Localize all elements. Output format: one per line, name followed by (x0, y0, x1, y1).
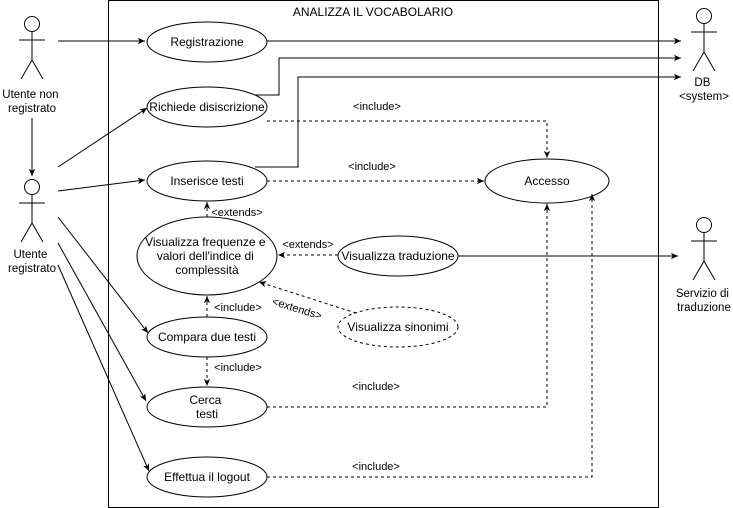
actor-unregistered-label: Utente non registrato (2, 89, 61, 115)
use-case-visualizza-frequenze: Visualizza frequenze e valori dell'indic… (136, 216, 278, 296)
label-extends-traduzione: <extends> (282, 239, 333, 251)
svg-text:Accesso: Accesso (524, 174, 570, 188)
label-include-inserisce: <include> (348, 161, 396, 173)
use-case-accesso: Accesso (484, 158, 610, 204)
svg-text:Richiede disiscrizione: Richiede disiscrizione (149, 100, 265, 114)
edge-disiscrizione-accesso (267, 120, 551, 158)
svg-text:Visualizza frequenze e v: Visualizza frequenze e valori dell'indic… (145, 235, 269, 277)
actor-translation-service (691, 217, 717, 281)
label-include-cerca: <include> (352, 381, 400, 393)
svg-text:Registrazione: Registrazione (170, 35, 244, 49)
actor-db-system (691, 8, 717, 72)
edge-registered-inserisce (57, 177, 146, 192)
label-include-compara-frequenze: <include> (214, 302, 262, 314)
use-case-compara: Compara due testi (146, 316, 268, 358)
edge-registered-logout (57, 264, 150, 472)
use-case-logout: Effettua il logout (146, 456, 268, 498)
svg-text:Effettua il logout: Effettua il logout (164, 470, 251, 484)
use-case-cerca: Cerca testi (146, 386, 268, 428)
edge-disiscrizione-db (255, 54, 681, 96)
edge-sinonimi-frequenze (258, 281, 357, 314)
svg-text:Visualizza sinonimi: Visualizza sinonimi (347, 320, 448, 334)
actor-unregistered-user (19, 16, 45, 80)
svg-text:Compara due testi: Compara due testi (158, 330, 256, 344)
use-case-disiscrizione: Richiede disiscrizione (146, 86, 268, 128)
edge-registered-disiscrizione (57, 107, 148, 168)
use-case-inserisce-testi: Inserisce testi (146, 160, 268, 202)
use-case-registrazione: Registrazione (146, 21, 268, 63)
label-include-disiscrizione: <include> (353, 101, 401, 113)
associations (28, 37, 681, 472)
label-include-logout: <include> (352, 461, 400, 473)
edge-registered-cerca (57, 242, 147, 402)
use-case-visualizza-sinonimi: Visualizza sinonimi (337, 306, 459, 348)
label-include-compara-cerca: <include> (214, 362, 262, 374)
edge-registered-compara (57, 216, 149, 334)
svg-text:Cerca testi: Cerca testi (189, 393, 224, 421)
label-extends-inserisce: <extends> (211, 207, 262, 219)
actor-registered-label: Utente registrato (8, 249, 56, 275)
dependencies (203, 120, 596, 478)
actor-translation-label: Servizio di traduzione (676, 288, 732, 314)
svg-text:Inserisce testi: Inserisce testi (170, 174, 243, 188)
svg-text:Visualizza traduzione: Visualizza traduzione (341, 249, 455, 263)
edge-cerca-accesso (267, 204, 551, 408)
use-case-visualizza-traduzione: Visualizza traduzione (337, 235, 459, 277)
edge-inserisce-db (255, 73, 681, 168)
actor-db-label: DB <system> (679, 77, 729, 103)
system-title: ANALIZZA IL VOCABOLARIO (293, 5, 453, 19)
edge-logout-accesso (267, 194, 596, 478)
actor-registered-user (19, 179, 45, 243)
